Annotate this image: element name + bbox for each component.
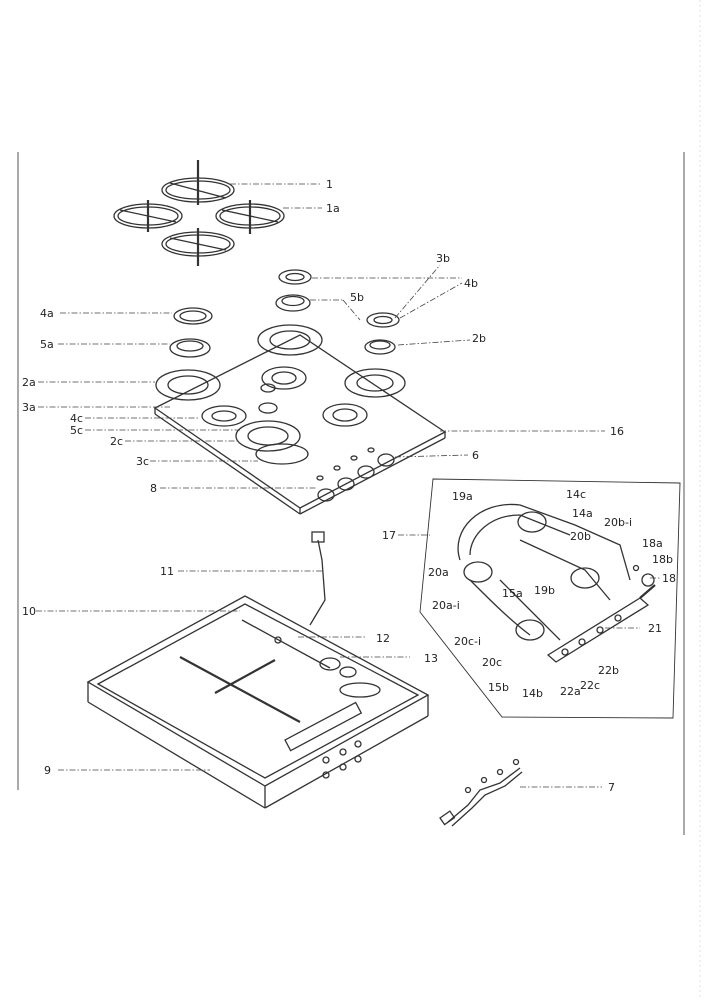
leader-lines [36, 183, 660, 788]
label-20a: 20a [428, 566, 449, 579]
label-20c-i: 20c-i [454, 635, 481, 648]
label-9: 9 [44, 764, 51, 777]
label-5a: 5a [40, 338, 54, 351]
label-20b: 20b [570, 530, 591, 543]
hob-top-plate [153, 324, 447, 515]
label-18b: 18b [652, 553, 673, 566]
label-22c: 22c [580, 679, 600, 692]
label-7: 7 [608, 781, 615, 794]
label-15a: 15a [502, 587, 523, 600]
label-1a: 1a [326, 202, 340, 215]
label-11: 11 [160, 565, 174, 578]
label-16: 16 [610, 425, 624, 438]
label-4b: 4b [464, 277, 478, 290]
label-3c: 3c [136, 455, 149, 468]
label-15b: 15b [488, 681, 509, 694]
valve-assembly-inset [419, 478, 681, 719]
pan-support-grates [113, 160, 285, 266]
label-8: 8 [150, 482, 157, 495]
label-20c: 20c [482, 656, 502, 669]
part-labels: 1 1a 3b 4b 5b 4a 5a 2b 2a 3a 4c 5c 16 2c… [22, 178, 676, 794]
label-2a: 2a [22, 376, 36, 389]
base-tray [86, 595, 430, 809]
label-2c: 2c [110, 435, 123, 448]
label-20b-i: 20b-i [604, 516, 632, 529]
label-13: 13 [424, 652, 438, 665]
label-14a: 14a [572, 507, 593, 520]
label-19a: 19a [452, 490, 473, 503]
label-6: 6 [472, 449, 479, 462]
label-17: 17 [382, 529, 396, 542]
label-2b: 2b [472, 332, 486, 345]
label-12: 12 [376, 632, 390, 645]
ignition-harness [439, 758, 523, 827]
label-21: 21 [648, 622, 662, 635]
label-18: 18 [662, 572, 676, 585]
label-3a: 3a [22, 401, 36, 414]
small-burner-parts [169, 269, 400, 358]
power-cable [309, 531, 326, 626]
label-22a: 22a [560, 685, 581, 698]
label-10: 10 [22, 605, 36, 618]
label-3b: 3b [436, 252, 450, 265]
label-5b: 5b [350, 291, 364, 304]
label-19b: 19b [534, 584, 555, 597]
label-22b: 22b [598, 664, 619, 677]
label-4c: 4c [70, 412, 83, 425]
label-5c: 5c [70, 424, 83, 437]
label-14c: 14c [566, 488, 586, 501]
label-18a: 18a [642, 537, 663, 550]
label-20a-i: 20a-i [432, 599, 460, 612]
label-1: 1 [326, 178, 333, 191]
label-14b: 14b [522, 687, 543, 700]
label-4a: 4a [40, 307, 54, 320]
